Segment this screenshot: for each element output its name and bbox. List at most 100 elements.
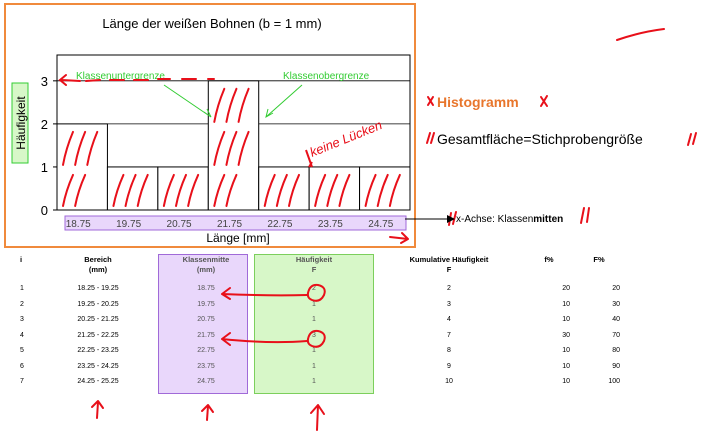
chart-title: Länge der weißen Bohnen (b = 1 mm) [102, 16, 321, 31]
cell-mid: 20.75 [197, 316, 215, 324]
cell-fpct: 10 [562, 378, 570, 386]
cell-fpct: 30 [562, 331, 570, 339]
cell-i: 2 [20, 300, 24, 308]
cell-range: 19.25 - 20.25 [77, 300, 119, 308]
xaxis-pointer-arrow [405, 215, 455, 223]
xticks-box [64, 215, 407, 231]
ink-up-arrow-range [91, 400, 104, 419]
bar-ink-hatch [326, 173, 339, 207]
cell-f: 3 [312, 331, 316, 339]
cell-range: 23.25 - 24.25 [77, 362, 119, 370]
ink-marks-xaxis-right [580, 207, 590, 224]
header-fpct: f% [544, 255, 554, 264]
cell-i: 3 [20, 316, 24, 324]
y-tick-label: 2 [41, 117, 48, 132]
bar-ink-hatch [162, 173, 175, 207]
bar-ink-hatch [62, 130, 74, 166]
header-Fpct: F% [593, 255, 605, 264]
cell-Fpct: 70 [612, 331, 620, 339]
bar-ink-hatch [225, 173, 238, 207]
cell-Fpct: 90 [612, 362, 620, 370]
header-range-label: Bereich [84, 255, 112, 264]
xaxis-note-prefix: x-Achse: Klassen [456, 214, 534, 225]
header-freq-sym: F [311, 265, 317, 274]
x-tick-label: 20.75 [167, 219, 192, 230]
x-tick-label: 22.75 [267, 219, 292, 230]
table-header-row: i Bereich(mm) Klassenmitte(mm) Häufigkei… [8, 255, 624, 281]
ink-up-arrow-mid [201, 404, 214, 421]
annotation-arrow-lower [163, 84, 212, 118]
ink-marks-area-left [426, 132, 435, 144]
bar-ink-hatch [74, 173, 87, 207]
cell-mid: 22.75 [197, 347, 215, 355]
ink-cross-histogram-right [540, 95, 548, 107]
ink-dash-top [616, 28, 665, 41]
bar [106, 166, 159, 211]
bar [359, 166, 411, 211]
bar [258, 166, 310, 211]
header-cum-sym: F [446, 265, 452, 274]
bar-ink-hatch [62, 173, 74, 207]
cell-mid: 18.75 [197, 285, 215, 293]
bar-ink-hatch [314, 173, 327, 207]
xaxis-note: x-Achse: Klassenmitten [456, 214, 563, 225]
cell-cum: 3 [447, 300, 451, 308]
histogram-chart: Länge der weißen Bohnen (b = 1 mm)0123Hä… [11, 16, 411, 245]
ylabel-box [11, 82, 29, 164]
y-tick-label: 1 [41, 160, 48, 175]
cell-f: 1 [312, 300, 316, 308]
histogram-note: Histogramm [437, 94, 519, 110]
cell-range: 22.25 - 23.25 [77, 347, 119, 355]
header-mid: Klassenmitte(mm) [158, 255, 254, 281]
bar [308, 166, 361, 211]
bar-ink-hatch [388, 173, 401, 207]
ink-dashed-line [58, 74, 215, 86]
header-range-unit: (mm) [88, 265, 108, 274]
cell-i: 1 [20, 285, 24, 293]
x-tick-label: 18.75 [66, 219, 91, 230]
cell-fpct: 10 [562, 347, 570, 355]
cell-range: 18.25 - 19.25 [77, 285, 119, 293]
header-mid-label: Klassenmitte [182, 255, 230, 264]
cell-i: 4 [20, 331, 24, 339]
x-tick-label: 21.75 [217, 219, 242, 230]
bar-ink-hatch [263, 173, 276, 207]
cell-i: 7 [20, 378, 24, 386]
bar-ink-hatch [225, 130, 238, 166]
cell-fpct: 10 [562, 362, 570, 370]
bar-ink-hatch [288, 173, 300, 207]
frequency-highlight [254, 254, 374, 394]
annotation-upper-bound: Klassenobergrenze [283, 71, 370, 82]
header-freq-label: Häufigkeit [295, 255, 333, 264]
ink-handwritten-arrow [305, 149, 313, 168]
cell-range: 21.25 - 22.25 [77, 331, 119, 339]
x-axis-label: Länge [mm] [206, 231, 269, 245]
cell-i: 6 [20, 362, 24, 370]
bar-ink-hatch [74, 130, 87, 166]
ink-up-arrow-freq [310, 404, 325, 431]
cell-Fpct: 80 [612, 347, 620, 355]
bar-ink-hatch [124, 173, 137, 207]
bar [157, 166, 209, 211]
frequency-table: i Bereich(mm) Klassenmitte(mm) Häufigkei… [8, 255, 624, 390]
bar-ink-hatch [213, 173, 226, 207]
x-tick-label: 23.75 [318, 219, 343, 230]
cell-cum: 8 [447, 347, 451, 355]
cell-Fpct: 40 [612, 316, 620, 324]
bar-ink-hatch [275, 173, 288, 207]
bar [207, 80, 260, 211]
bar-ink-hatch [187, 173, 200, 207]
ink-cross-histogram-left [427, 96, 434, 106]
cell-Fpct: 100 [608, 378, 620, 386]
cell-range: 24.25 - 25.25 [77, 378, 119, 386]
cell-f: 2 [312, 285, 316, 293]
bar-ink-hatch [213, 130, 226, 166]
bar-ink-hatch [364, 173, 377, 207]
